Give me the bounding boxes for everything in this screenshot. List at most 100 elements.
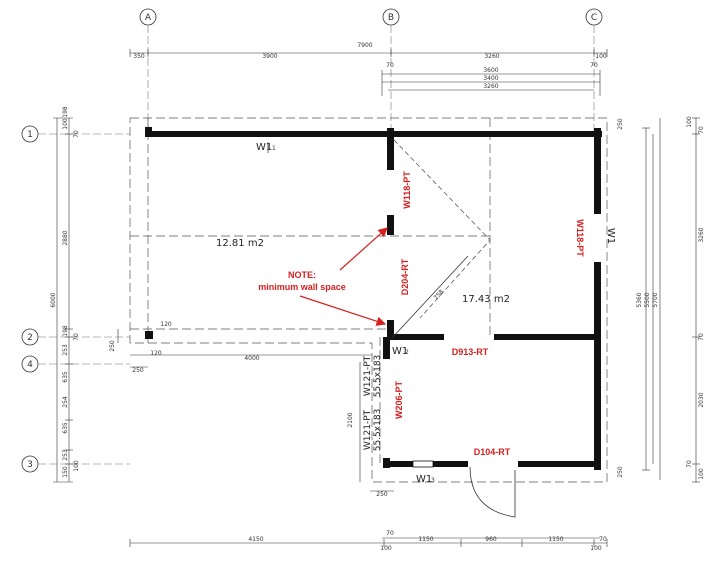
window-tag-w1: W1 1 (256, 142, 276, 153)
dim-label: 6000 (50, 292, 57, 307)
grid-label: A (145, 13, 152, 23)
dim-label: 4000 (244, 355, 259, 362)
window-w3-opening (412, 460, 434, 468)
grid-row-1: 1 (21, 125, 130, 143)
door-swing-d104 (469, 466, 516, 518)
wall-segment (387, 334, 444, 340)
dim-label: 70 (73, 130, 80, 138)
door-leaf (391, 255, 469, 339)
grid-row-2: 2 (21, 328, 130, 346)
dim-label: 4150 (248, 536, 263, 543)
dimension-left (53, 117, 73, 483)
dim-label: 350 (133, 53, 145, 60)
dim-label: 70 (698, 333, 705, 341)
dim-label: 253 (62, 449, 69, 461)
note-arrow (339, 227, 388, 271)
dim-label: 254 (62, 396, 69, 408)
window-label-w118-right: W118-PT (575, 219, 585, 257)
window-size-w121-a: 55.5x183 (373, 355, 383, 398)
grid-label: B (388, 13, 394, 23)
dim-label: 100 (73, 460, 80, 472)
room-area-right: 17.43 m2 (462, 294, 510, 305)
dim-label: 3260 (484, 53, 499, 60)
grid-label: 3 (27, 460, 33, 470)
window-tag-sub: 1 (272, 145, 276, 152)
dim-label: 198 (62, 325, 69, 337)
dim-label: 250 (617, 118, 624, 130)
dim-label: 70 (386, 62, 394, 69)
dim-label: 70 (590, 62, 598, 69)
wall-segment (387, 320, 394, 340)
window-tag-right: W1 (605, 228, 616, 244)
door-size-label: 758 (432, 288, 445, 301)
grid-label: 2 (27, 333, 33, 343)
grid-row-4: 4 (21, 355, 130, 373)
grid-label: 1 (27, 130, 33, 140)
dimension-bottom (129, 537, 608, 547)
window-tag-label: W1 (392, 346, 408, 357)
wall-top (145, 131, 602, 137)
grid-row-3: 3 (21, 455, 130, 473)
roof-outline (129, 117, 608, 483)
window-tag-sub: 3 (431, 477, 435, 484)
dim-label: 100 (698, 468, 705, 480)
grid-label: C (591, 13, 597, 23)
dim-label: 100 (686, 116, 693, 128)
grid-column-C: C (585, 8, 603, 135)
dim-label: 5700 (652, 292, 659, 307)
grid-column-A: A (139, 8, 157, 135)
dim-label: 1150 (418, 536, 433, 543)
dim-label: 100 (380, 545, 392, 552)
window-tag-label: W1 (256, 142, 272, 153)
dim-label: 100 (590, 545, 602, 552)
window-label-w206: W206-PT (394, 380, 404, 419)
wall-segment (387, 128, 394, 170)
room-area-left: 12.81 m2 (216, 238, 264, 249)
dim-label: 2880 (62, 230, 69, 245)
dim-label: 70 (386, 530, 394, 537)
window-tag-label: W1 (605, 228, 616, 244)
wall-right (594, 128, 601, 214)
dim-label: 100 (62, 118, 69, 130)
grid-label: 4 (27, 360, 33, 370)
dim-label: 3600 (483, 67, 498, 74)
door-swing-d204 (393, 139, 491, 319)
note-body: minimum wall space (258, 282, 346, 292)
wall-right (594, 262, 601, 470)
dim-label: 5360 (636, 292, 643, 307)
dim-label: 7900 (357, 42, 372, 49)
dim-label: 198 (62, 106, 69, 118)
dimension-top (129, 49, 608, 96)
door-label-d913: D913-RT (452, 347, 489, 357)
dim-label: 3260 (698, 227, 705, 242)
dim-label: 3260 (483, 83, 498, 90)
grid-column-B: B (382, 8, 400, 135)
window-tag-label: W1 (416, 474, 432, 485)
note-arrow (299, 295, 387, 326)
dim-label: 100 (595, 53, 607, 60)
dim-label: 960 (485, 536, 497, 543)
dim-label: 250 (617, 466, 624, 478)
dim-label: 5500 (644, 292, 651, 307)
note-annotation: NOTE: minimum wall space (258, 227, 388, 326)
window-label-w118-left: W118-PT (402, 171, 412, 209)
dim-label: 70 (599, 536, 607, 543)
dim-label: 635 (62, 371, 69, 383)
wall-post (145, 331, 153, 339)
wall-segment (387, 215, 394, 235)
dim-label: 635 (62, 422, 69, 434)
window-label-w121-a: W121-PT (363, 355, 373, 396)
dimension-misc (117, 329, 394, 492)
wall-segment (383, 337, 390, 359)
dim-label: 120 (150, 350, 162, 357)
note-title: NOTE: (288, 270, 316, 280)
dim-label: 150 (62, 466, 69, 478)
wall-segment (494, 334, 600, 340)
dim-label: 70 (698, 126, 705, 134)
dim-label: 2100 (347, 412, 354, 427)
dimension-right (642, 117, 700, 483)
window-tag-w2: W1 2 (392, 346, 409, 357)
window-label-w121-b: W121-PT (363, 409, 373, 450)
dim-label: 250 (132, 367, 144, 374)
